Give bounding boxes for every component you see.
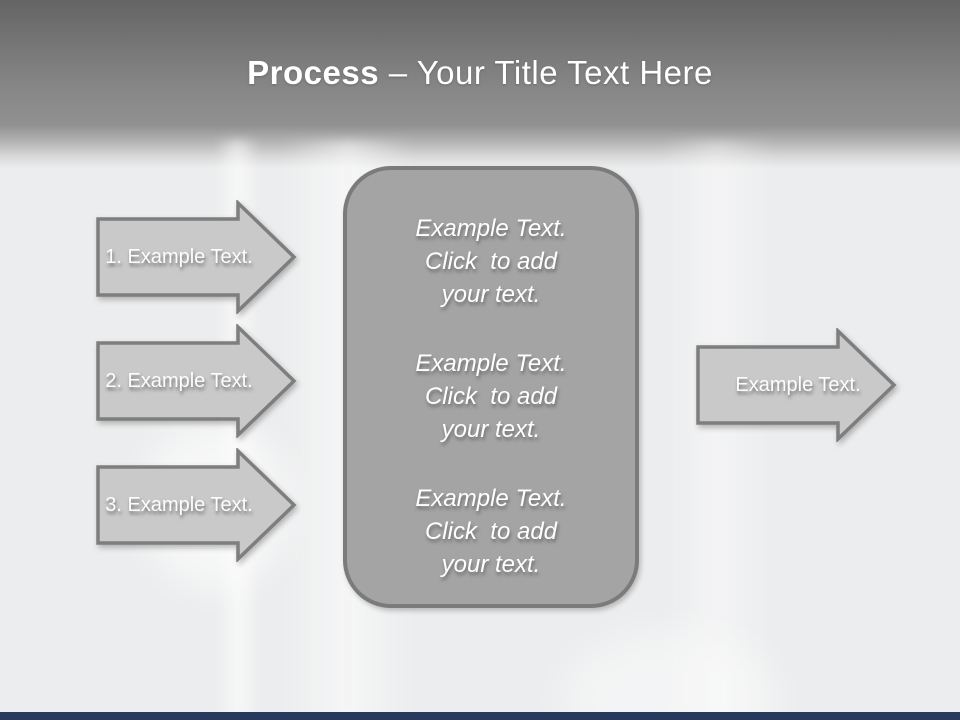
arrow-label: 1. Example Text.: [105, 245, 253, 268]
background-highlight: [560, 630, 780, 720]
placeholder-line: Example Text.: [415, 485, 567, 512]
arrow-right-icon: [96, 324, 297, 438]
placeholder-line: Example Text.: [415, 215, 567, 242]
placeholder-block-2[interactable]: Example Text. Click to add your text.: [347, 347, 635, 446]
slide-title-rest: – Your Title Text Here: [379, 54, 713, 91]
arrow-label: 3. Example Text.: [105, 493, 253, 516]
placeholder-line: Click to add: [424, 248, 558, 275]
placeholder-line: your text.: [441, 281, 541, 308]
arrow-right-icon: [96, 448, 297, 562]
placeholder-block-3[interactable]: Example Text. Click to add your text.: [347, 482, 635, 581]
process-arrow-3[interactable]: 3. Example Text.: [96, 448, 300, 562]
process-arrow-1[interactable]: 1. Example Text.: [96, 200, 300, 314]
placeholder-block-1[interactable]: Example Text. Click to add your text.: [347, 212, 635, 311]
placeholder-line: Click to add: [424, 383, 558, 410]
placeholder-line: Example Text.: [415, 350, 567, 377]
arrow-right-icon: [696, 328, 897, 442]
arrow-right-icon: [96, 200, 297, 314]
slide-title-emphasis: Process: [247, 54, 380, 91]
text-placeholder-box[interactable]: Example Text. Click to add your text. Ex…: [343, 166, 639, 608]
footer-accent-bar: [0, 712, 960, 720]
result-arrow[interactable]: Example Text.: [696, 328, 900, 442]
process-arrow-2[interactable]: 2. Example Text.: [96, 324, 300, 438]
placeholder-line: your text.: [441, 551, 541, 578]
placeholder-line: Click to add: [424, 518, 558, 545]
arrow-label: Example Text.: [735, 373, 861, 396]
slide-title: Process – Your Title Text Here: [0, 54, 960, 92]
title-bar: Process – Your Title Text Here: [0, 0, 960, 168]
arrow-label: 2. Example Text.: [105, 369, 253, 392]
placeholder-line: your text.: [441, 416, 541, 443]
